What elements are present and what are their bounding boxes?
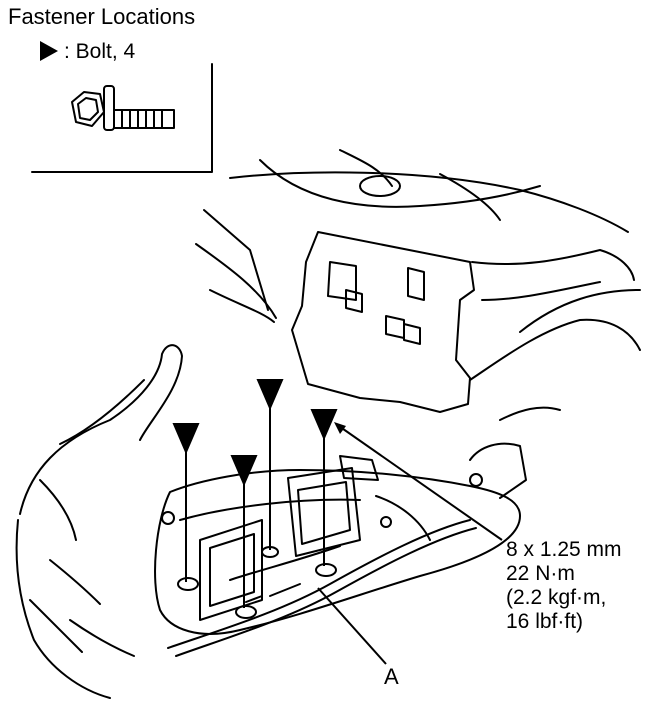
bolt-head-2 [235,605,257,619]
torque-spec-lbfft: 16 lbf·ft) [506,610,584,633]
callout-a-label: A [384,664,399,689]
bolt-marker-1-icon [172,423,200,455]
triangle-marker-icon [40,41,58,61]
bolt-head-1 [177,577,199,591]
shift-base [154,469,521,635]
bolt-marker-2-icon [230,455,258,487]
torque-leader [335,423,503,541]
torque-spec-kgfm: (2.2 kgf·m, [506,586,607,609]
bolt-legend-text: : Bolt, 4 [64,40,136,63]
bolt-legend: : Bolt, 4 [40,40,135,64]
dashboard-outline [229,171,629,233]
callout-a-leader [317,587,387,665]
torque-spec-nm: 22 N·m [506,562,575,585]
diagram-title: Fastener Locations [8,4,196,29]
bolt-icon [71,85,175,131]
center-panel [291,231,475,413]
left-body-outline [19,344,183,515]
inset-frame [31,63,213,173]
bolt-head-4 [315,563,337,577]
right-trim [471,249,635,281]
bolt-marker-3-icon [256,379,284,411]
torque-spec-size: 8 x 1.25 mm [506,538,622,561]
shift-cable [167,519,471,649]
bolt-marker-4-icon [310,409,338,441]
torque-spec: 8 x 1.25 mm 22 N·m (2.2 kgf·m, 16 lbf·ft… [506,538,622,634]
